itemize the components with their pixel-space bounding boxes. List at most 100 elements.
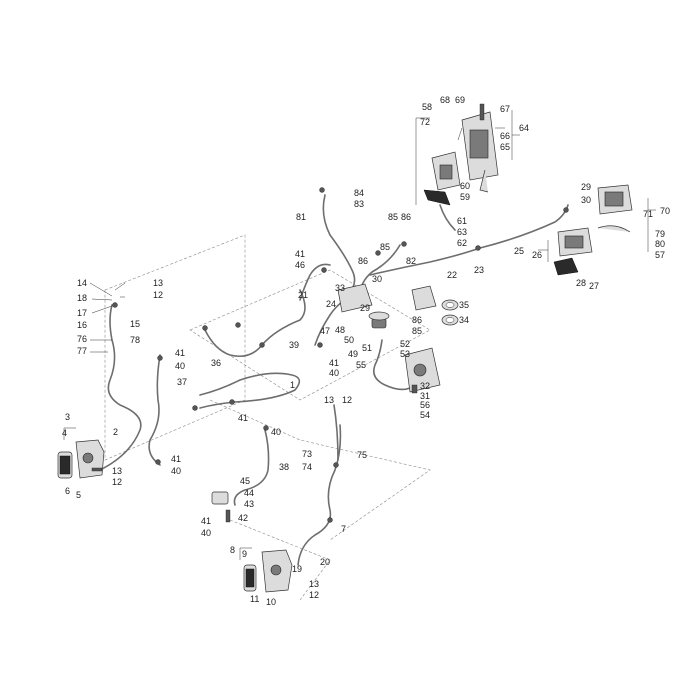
part-label-79: 79 [655, 229, 665, 239]
part-label-62: 62 [457, 238, 467, 248]
part-label-82: 82 [406, 256, 416, 266]
part-label-40-e: 40 [201, 528, 211, 538]
brake-hose-front-left [99, 304, 142, 471]
part-label-44: 44 [244, 488, 254, 498]
part-label-75: 75 [357, 450, 367, 460]
part-label-20: 20 [320, 557, 330, 567]
part-label-30-a: 30 [581, 195, 591, 205]
part-label-81: 81 [296, 212, 306, 222]
part-label-17: 17 [77, 308, 87, 318]
caliper-front-left [57, 439, 105, 479]
part-label-10: 10 [266, 597, 276, 607]
brake-pedal-assembly [461, 103, 499, 193]
part-label-48: 48 [335, 325, 345, 335]
part-label-41-b: 41 [171, 454, 181, 464]
part-label-30-b: 30 [372, 274, 382, 284]
part-label-15: 15 [130, 319, 140, 329]
part-label-85-a: 85 [388, 212, 398, 222]
reference-frame-left [104, 234, 246, 461]
part-label-12-d: 12 [309, 590, 319, 600]
part-label-84: 84 [354, 188, 364, 198]
part-label-77: 77 [77, 346, 87, 356]
part-label-38: 38 [279, 462, 289, 472]
part-label-74: 74 [302, 462, 312, 472]
part-label-24: 24 [326, 299, 336, 309]
part-label-33: 33 [335, 283, 345, 293]
part-label-55: 55 [356, 360, 366, 370]
part-label-9: 9 [242, 549, 247, 559]
master-cylinder-top [423, 151, 461, 231]
part-label-12-b: 12 [112, 477, 122, 487]
part-label-46: 46 [295, 260, 305, 270]
part-label-21: 21 [298, 290, 308, 300]
part-label-80: 80 [655, 239, 665, 249]
part-label-41-f: 41 [201, 516, 211, 526]
reference-frame-center [189, 269, 431, 401]
brake-line-37 [148, 354, 161, 466]
part-label-41-d: 41 [295, 249, 305, 259]
part-label-42: 42 [238, 513, 248, 523]
part-label-37: 37 [177, 377, 187, 387]
part-label-1: 1 [290, 380, 295, 390]
part-label-23: 23 [474, 265, 484, 275]
part-label-86-c: 86 [412, 315, 422, 325]
brake-line-75 [333, 404, 339, 461]
brake-line-22 [369, 204, 569, 276]
part-label-31: 31 [420, 391, 430, 401]
brake-line-7 [297, 424, 342, 566]
part-label-68: 68 [440, 95, 450, 105]
part-label-11: 11 [250, 594, 259, 604]
part-label-52: 52 [400, 339, 410, 349]
part-label-40-b: 40 [171, 466, 181, 476]
part-label-6: 6 [65, 486, 70, 496]
part-label-59: 59 [460, 192, 470, 202]
part-label-64: 64 [519, 123, 529, 133]
part-label-7: 7 [341, 524, 346, 534]
part-label-34: 34 [459, 315, 469, 325]
part-label-47: 47 [320, 326, 330, 336]
part-label-56: 56 [420, 400, 430, 410]
part-label-41-c: 41 [238, 413, 248, 423]
part-label-86-b: 86 [358, 256, 368, 266]
part-label-58: 58 [422, 102, 432, 112]
part-label-5: 5 [76, 490, 81, 500]
part-label-41-a: 41 [175, 348, 185, 358]
part-label-12-c: 12 [342, 395, 352, 405]
part-label-76: 76 [77, 334, 87, 344]
part-label-70: 70 [660, 206, 670, 216]
part-label-12-a: 12 [153, 290, 163, 300]
junction-block-45 [211, 491, 231, 523]
part-label-29-b: 29 [360, 303, 370, 313]
part-label-22: 22 [447, 270, 457, 280]
part-label-28: 28 [576, 278, 586, 288]
part-label-4: 4 [62, 428, 67, 438]
part-label-49: 49 [348, 349, 358, 359]
part-label-72: 72 [420, 117, 430, 127]
brake-line-38 [233, 429, 270, 506]
caliper-rear [243, 549, 293, 593]
part-label-13-a: 13 [153, 278, 163, 288]
part-label-26: 26 [532, 250, 542, 260]
part-label-14: 14 [77, 278, 87, 288]
part-label-40-c: 40 [271, 427, 281, 437]
brake-line-1 [199, 372, 301, 409]
part-label-83: 83 [354, 199, 364, 209]
part-label-2: 2 [113, 427, 118, 437]
part-label-85-c: 85 [412, 326, 422, 336]
part-label-67: 67 [500, 104, 510, 114]
part-label-50: 50 [344, 335, 354, 345]
part-label-19: 19 [292, 564, 302, 574]
leader-lines [63, 110, 656, 560]
part-label-27: 27 [589, 281, 599, 291]
distribution-block [337, 283, 437, 329]
part-labels: 1 2 3 4 5 6 7 8 9 10 11 12 12 12 12 13 1… [62, 95, 670, 607]
part-label-85-b: 85 [380, 242, 390, 252]
brake-line-81 [322, 194, 356, 293]
part-label-35: 35 [459, 300, 469, 310]
part-label-45: 45 [240, 476, 250, 486]
part-label-13-c: 13 [324, 395, 334, 405]
part-label-8: 8 [230, 545, 235, 555]
brake-line-52 [372, 339, 411, 391]
part-label-51: 51 [362, 343, 372, 353]
part-label-16: 16 [77, 320, 87, 330]
